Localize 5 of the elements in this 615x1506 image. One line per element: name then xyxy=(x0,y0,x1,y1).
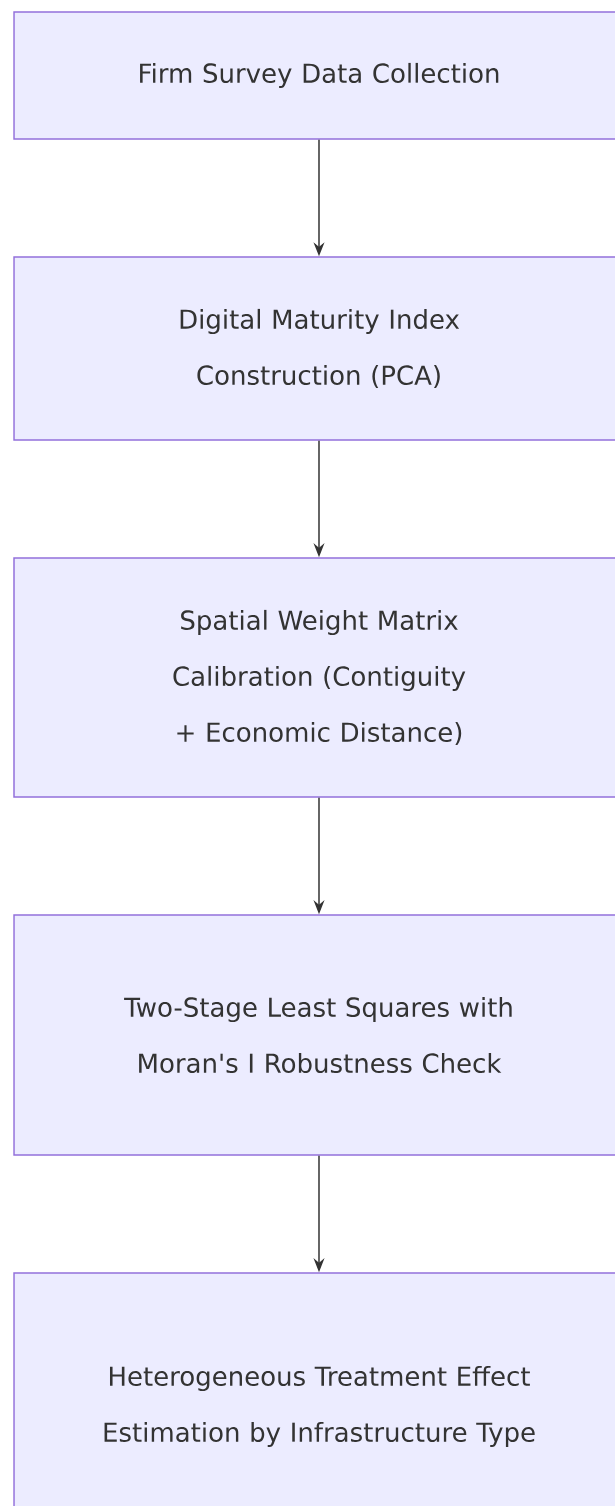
process-box: Spatial Weight Matrix Calibration (Contiguity + Economic Distance) xyxy=(13,557,615,798)
process-box: Two-Stage Least Squares with Moran's I Robustness Check xyxy=(13,914,615,1156)
process-box: Digital Maturity Index Construction (PCA) xyxy=(13,256,615,441)
process-box: Heterogeneous Treatment Effect Estimation by Infrastructure Type xyxy=(13,1272,615,1506)
process-box: Firm Survey Data Collection xyxy=(13,11,615,140)
